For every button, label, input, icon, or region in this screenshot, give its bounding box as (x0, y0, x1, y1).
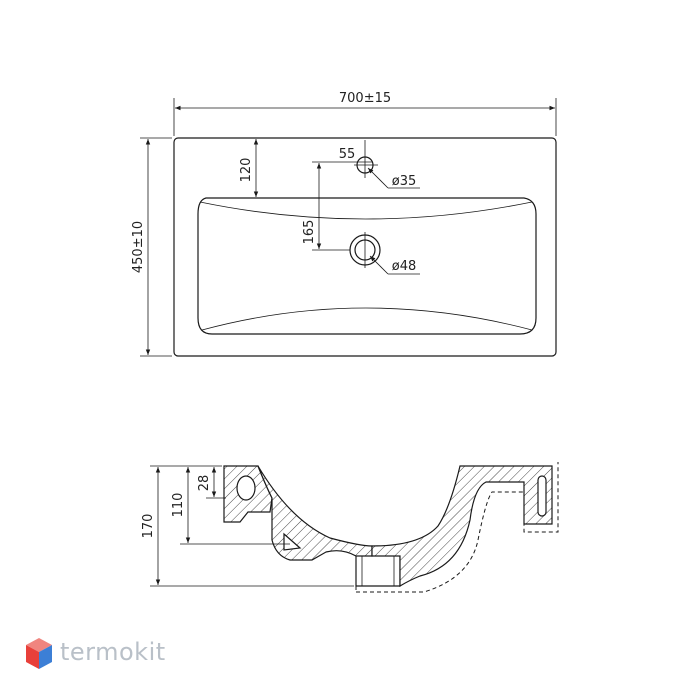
drain-neck (355, 556, 401, 587)
bowl-drain-pocket (283, 532, 302, 551)
overflow-hole (236, 475, 256, 501)
drain-dia-label: ø48 (392, 259, 417, 274)
basin-outline (173, 137, 557, 357)
tap-dia-label: ø35 (392, 174, 417, 189)
bowl-lower-curve (201, 307, 533, 331)
bowl-outline (197, 197, 537, 335)
product-envelope-dashed (356, 462, 559, 593)
cube-logo-icon (26, 638, 52, 669)
brand-name: termokit (60, 638, 166, 666)
right-wall-section (371, 465, 553, 588)
right-end-slot (537, 475, 547, 517)
tap-offset-label: 120 (239, 158, 254, 183)
tap-side-label: 55 (339, 147, 356, 162)
drain-dia-leader (369, 255, 389, 275)
bowl-wall-section (257, 465, 373, 561)
bowl-upper-curve (199, 201, 533, 220)
brand-logo: termokit (24, 634, 224, 678)
depth-label: 450±10 (131, 221, 146, 273)
section-view: 170 110 28 (141, 462, 559, 593)
rim-height-label: 28 (197, 475, 212, 492)
top-view: 700±15 450±10 120 55 ø35 165 ø48 (131, 91, 557, 357)
width-label: 700±15 (339, 91, 391, 106)
drain-offset-label: 165 (302, 220, 317, 245)
tap-dia-leader (367, 167, 389, 189)
total-height-label: 170 (141, 514, 156, 539)
bowl-depth-label: 110 (171, 493, 186, 518)
